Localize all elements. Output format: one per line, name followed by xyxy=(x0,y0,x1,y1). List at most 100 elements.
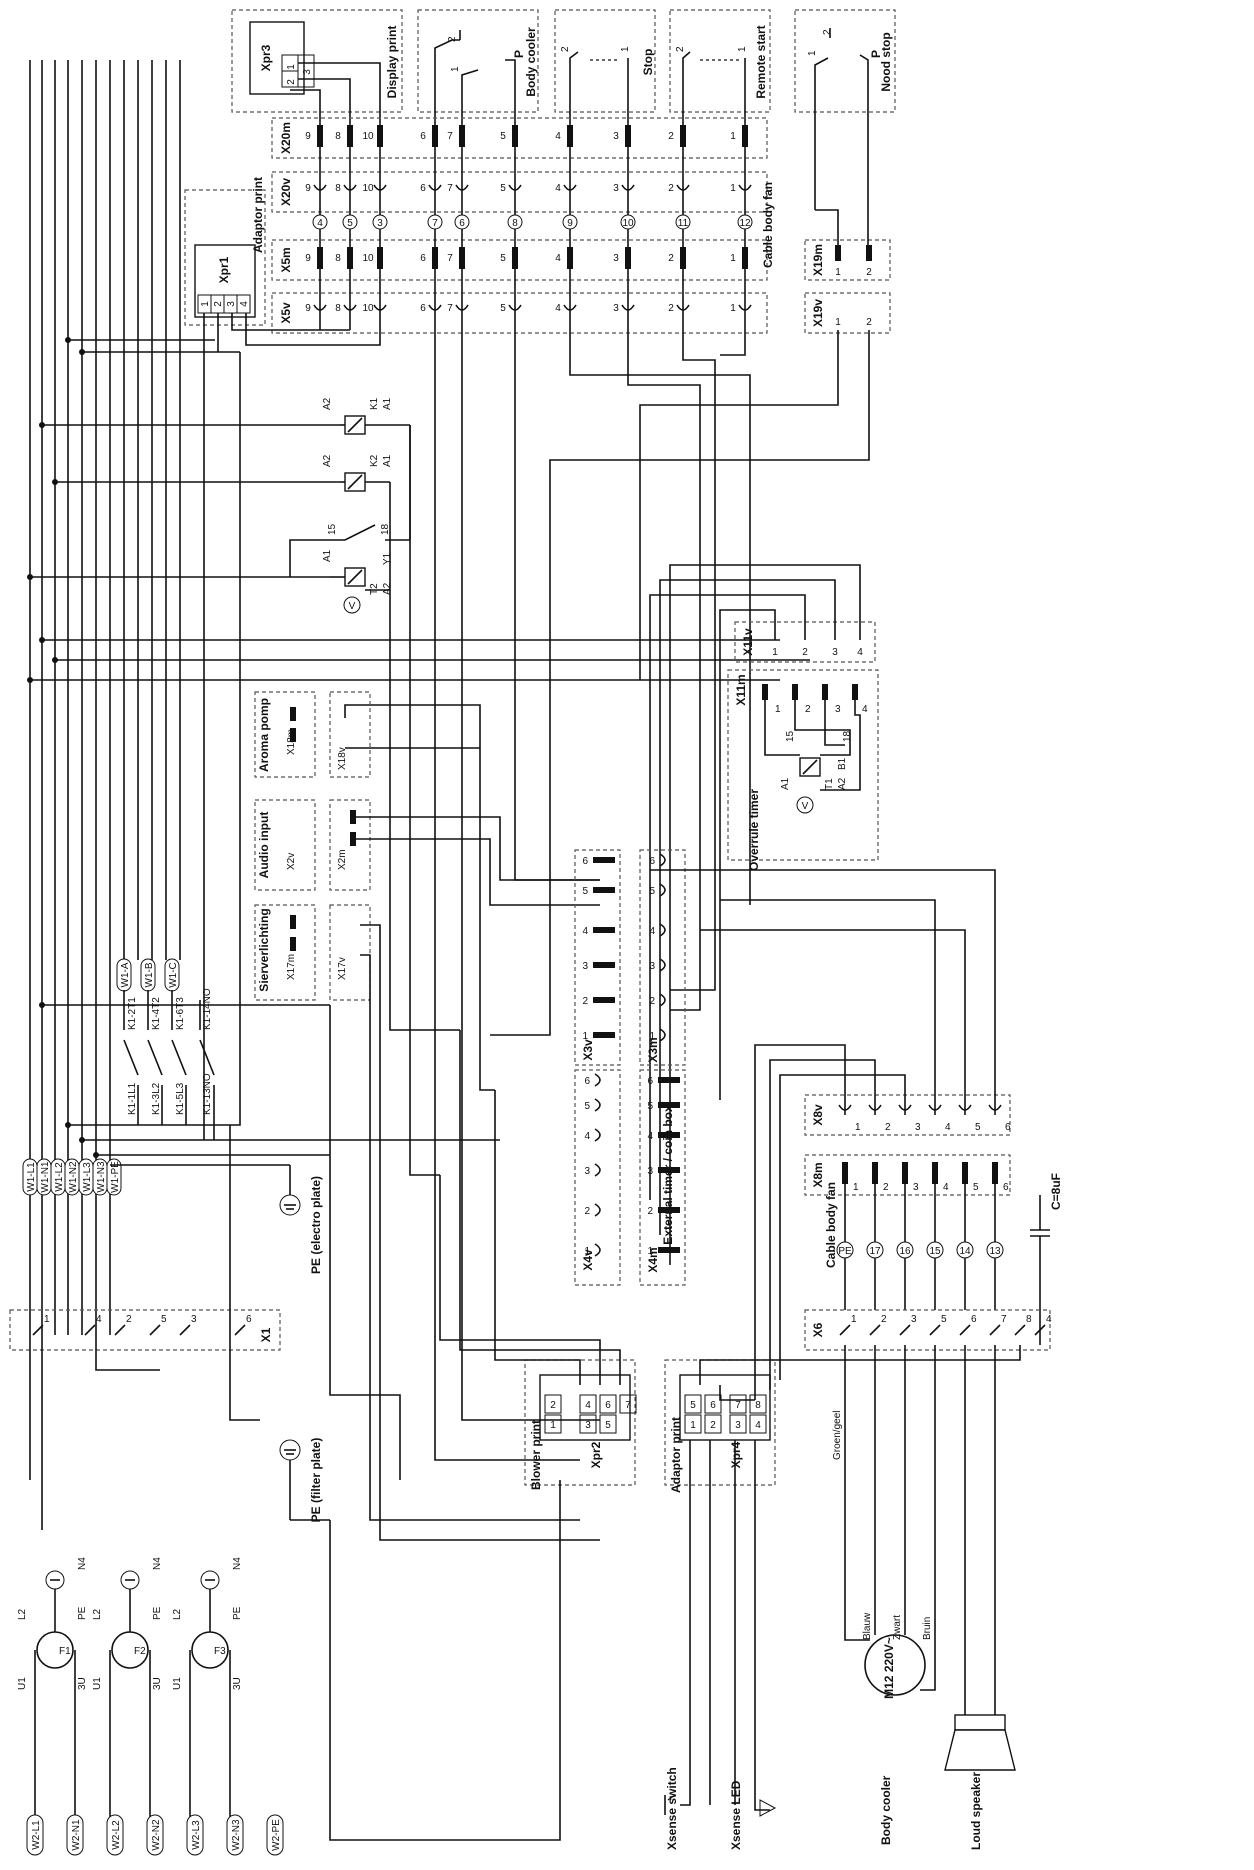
xpr4-pin xyxy=(704,1394,722,1414)
x1-pin-label: 1 xyxy=(44,1314,50,1325)
x8m-pin-label: 1 xyxy=(853,1182,859,1193)
bus-junctions xyxy=(27,337,99,1158)
x11m-pin-3: 3 xyxy=(835,704,841,715)
x8m-pin-label: 3 xyxy=(913,1182,919,1193)
x20m-pin-label: 1 xyxy=(730,131,736,142)
xpr4-pin-label: 6 xyxy=(710,1400,716,1411)
terminal-pill xyxy=(66,1814,84,1856)
contact-k1-6t3: K1-6T3 xyxy=(175,997,186,1030)
k1-a2: A2 xyxy=(322,397,333,410)
sierverlichting-module: Sierverlichting X17m xyxy=(254,904,316,1001)
x5m-pin-label: 2 xyxy=(668,253,674,264)
x5m-pin-bar xyxy=(567,247,573,269)
x20v-socket xyxy=(313,184,327,191)
x20v-pin-label: 8 xyxy=(335,183,341,194)
x5v-pin-label: 9 xyxy=(305,303,311,314)
x6-terminal-screw xyxy=(989,1324,1001,1336)
x3m-pin-label: 5 xyxy=(649,886,655,897)
x8v-pin-label: 1 xyxy=(855,1122,861,1133)
x5v-socket xyxy=(313,304,327,311)
x4m-pin-label: 1 xyxy=(647,1246,653,1257)
bottom-terminal: W2-L1 xyxy=(26,1814,44,1856)
nood-stop-module: 1 2 P Nood stop xyxy=(794,9,896,210)
x6-pin-label: 8 xyxy=(1026,1314,1032,1325)
x19m-label: X19m xyxy=(811,244,825,276)
x8m-pin xyxy=(962,1162,968,1184)
x5v-pin-label: 3 xyxy=(613,303,619,314)
x20v-socket xyxy=(563,184,577,191)
x20v-circle-10: 10 xyxy=(622,218,634,229)
filter-label: F1 xyxy=(59,1646,71,1657)
x20v-socket xyxy=(373,184,387,191)
wire-groen-geel: Groen/geel xyxy=(832,1411,843,1460)
x20m-pin-bar xyxy=(347,125,353,147)
x20v-socket xyxy=(343,184,357,191)
x6-terminal-screw xyxy=(929,1324,941,1336)
t2-a2: A2 xyxy=(382,582,393,595)
xpr1-pin-1: 1 xyxy=(200,301,211,307)
adaptor-print-top-label: Adaptor print xyxy=(251,177,265,253)
blower-print-label: Blower print xyxy=(529,1420,543,1490)
nood-stop-pin-1: 1 xyxy=(807,50,818,56)
x20m-pin-label: 8 xyxy=(335,131,341,142)
overrule-timer-module: X11m 1 2 3 4 V A1 T1 B1 A2 15 18 Overrul… xyxy=(727,669,879,871)
x1-terminal: X1 xyxy=(9,1309,281,1351)
bus-label-w1-n3: W1-N3 xyxy=(96,1161,107,1193)
xpr2-pin-label: 5 xyxy=(605,1420,611,1431)
x20v-circle-7: 7 xyxy=(432,218,438,229)
x20v-pin-label: 6 xyxy=(420,183,426,194)
x8m-connector: X8m xyxy=(804,1154,1011,1196)
x5m-pin-bar xyxy=(432,247,438,269)
filter-pe: PE xyxy=(232,1606,243,1620)
bus-label-w1-n1: W1-N1 xyxy=(40,1161,51,1193)
x5v-pin-label: 6 xyxy=(420,303,426,314)
x5m-pin-bar xyxy=(317,247,323,269)
contact-k1-5l3: K1-5L3 xyxy=(175,1082,186,1115)
k2-label: K2 xyxy=(369,454,380,467)
x5v-socket xyxy=(455,304,469,311)
x3m-pin-label: 3 xyxy=(649,961,655,972)
nood-stop-p: P xyxy=(869,50,883,58)
contact-k1-14no: K1-14NO xyxy=(202,988,213,1030)
x5m-pin-label: 1 xyxy=(730,253,736,264)
stop-pin-2: 2 xyxy=(560,46,571,52)
x19v-pin-2: 2 xyxy=(866,317,872,328)
x20v-socket xyxy=(428,184,442,191)
filter-3u: 3U xyxy=(152,1677,163,1690)
t2-18: 18 xyxy=(380,523,391,535)
x1-pin-label: 6 xyxy=(246,1314,252,1325)
terminal-label: W2-L2 xyxy=(111,1820,122,1850)
x5m-pin-bar xyxy=(459,247,465,269)
terminal-pill xyxy=(186,1814,204,1856)
pe-filter-plate: PE (filter plate) xyxy=(279,1438,561,1841)
wire-zwart: Zwart xyxy=(892,1615,903,1640)
x4m-pin-label: 2 xyxy=(647,1206,653,1217)
x4m-pin xyxy=(658,1207,680,1213)
x19v-label: X19v xyxy=(811,299,825,327)
x8m-pin xyxy=(902,1162,908,1184)
blower-print-module: Blower print Xpr2 xyxy=(524,1359,636,1490)
x20m-pin-bar xyxy=(625,125,631,147)
x17m-label: X17m xyxy=(286,954,297,980)
x11v-pin-1: 1 xyxy=(772,647,778,658)
x11v-pin-3: 3 xyxy=(832,647,838,658)
xpr4-pin-label: 7 xyxy=(735,1400,741,1411)
filter-u: U1 xyxy=(172,1677,183,1690)
x5v-socket xyxy=(373,304,387,311)
display-print-module: 1 2 3 Xpr3 Display print xyxy=(231,9,403,120)
x8v-pin-label: 6 xyxy=(1005,1122,1011,1133)
x4m-label: X4m xyxy=(646,1247,660,1272)
x1-pin-label: 2 xyxy=(126,1314,132,1325)
x4v-pin-label: 4 xyxy=(584,1131,590,1142)
t2-a1: A1 xyxy=(322,549,333,562)
x19v-pin-1: 1 xyxy=(835,317,841,328)
x20v-pin-label: 3 xyxy=(613,183,619,194)
adaptor-print-bottom-label: Adaptor print xyxy=(669,1417,683,1493)
xpr4-pin xyxy=(729,1414,747,1434)
main-bus xyxy=(29,60,181,1335)
bottom-terminal: W2-L3 xyxy=(186,1814,204,1856)
x20m-pin-label: 10 xyxy=(362,131,374,142)
x11v-pin-4: 4 xyxy=(857,647,863,658)
